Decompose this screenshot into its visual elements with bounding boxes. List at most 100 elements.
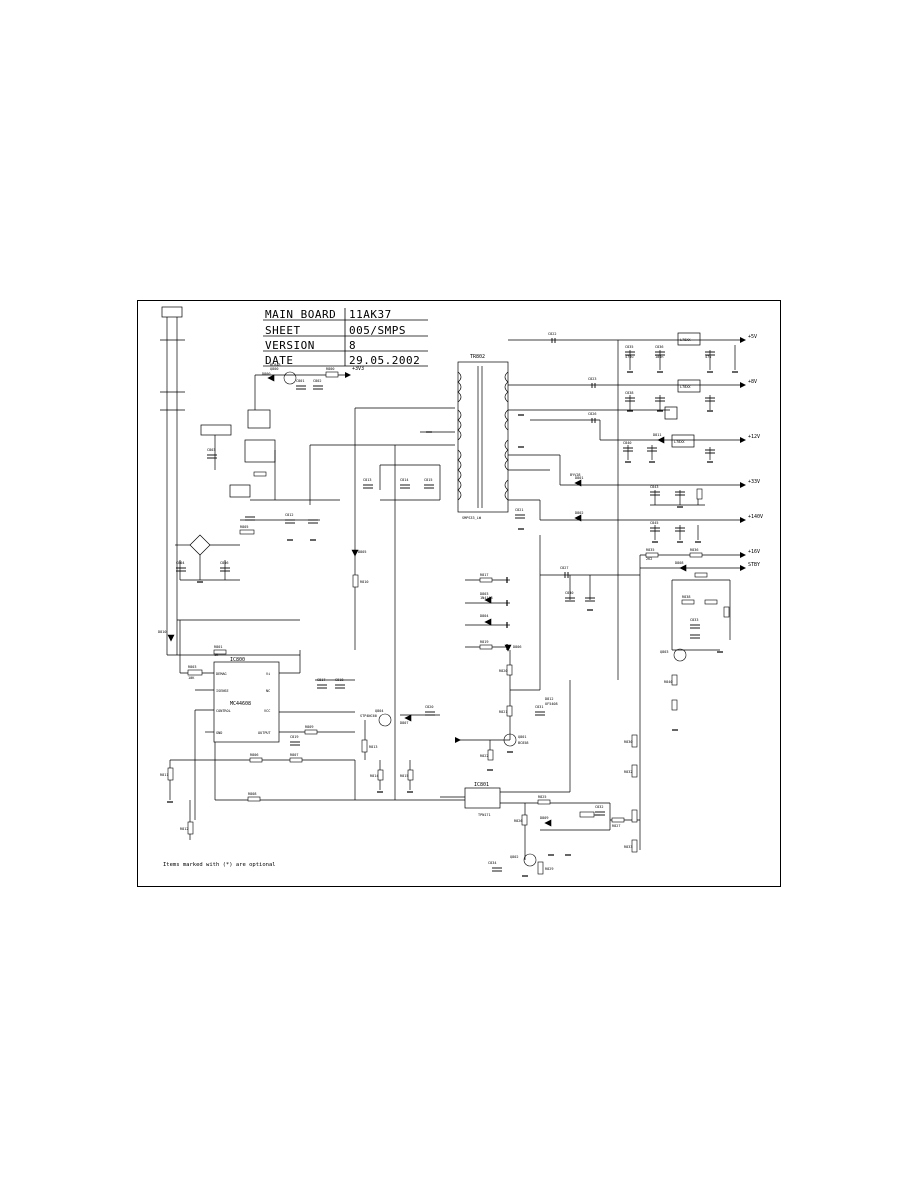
transistor-label: Q800 — [270, 367, 278, 371]
capacitor-label: C806 — [220, 561, 228, 565]
ic800-pin-label: Vi — [266, 672, 270, 676]
capacitor-label: C818 — [335, 678, 343, 682]
rail-label: +33V — [748, 479, 760, 485]
capacitor-label: C820 — [425, 705, 433, 709]
ic800-pin-label: ISENSE — [216, 689, 229, 693]
optocoupler-label: IC801 — [474, 782, 489, 788]
resistor-label: R830 — [624, 740, 632, 744]
resistor-label: R836 — [690, 548, 698, 552]
diode-label: D811 — [653, 433, 661, 437]
capacitor-label: C801 — [296, 379, 304, 383]
capacitor-label: C838 — [625, 391, 633, 395]
diode-label: D804 — [480, 614, 488, 618]
resistor-label: R838 — [682, 595, 690, 599]
resistor-label: R835 — [646, 548, 654, 552]
rail-label: +12V — [748, 434, 760, 440]
ground-symbol-icon — [167, 371, 738, 877]
resistor-label: R810 — [360, 580, 368, 584]
transistor-label: Q803 — [660, 650, 668, 654]
part-value: 100n — [655, 355, 663, 359]
capacitor-label: C813 — [363, 478, 371, 482]
transistors — [283, 371, 687, 867]
resistor-label: R805 — [240, 525, 248, 529]
resistor-label: R821 — [499, 710, 507, 714]
resistor-label: R812 — [180, 827, 188, 831]
diode-label: D800 — [262, 372, 270, 376]
diode-label: D802 — [575, 511, 583, 515]
resistor-label: R817 — [480, 573, 488, 577]
transformer-part: SMPS33_LW — [462, 516, 482, 520]
title-block-text: MAIN BOARD 11AK37 SHEET 005/SMPS VERSION… — [265, 308, 420, 367]
capacitor-label: C821 — [515, 508, 523, 512]
rail-label: +3V3 — [352, 366, 364, 372]
title-label-main-board: MAIN BOARD — [265, 308, 336, 321]
capacitor-label: C833 — [690, 618, 698, 622]
diode-label: D809 — [540, 816, 548, 820]
optocoupler-part: TPN171 — [478, 813, 491, 817]
title-value-sheet: 005/SMPS — [349, 324, 406, 337]
part-value: 10K — [188, 676, 195, 680]
rail-label: STBY — [748, 562, 760, 568]
capacitor-label: C819 — [290, 735, 298, 739]
ic800-pin-label: OUTPUT — [258, 731, 272, 735]
ic800-pin-label: VCC — [264, 709, 270, 713]
diode-label: D806 — [513, 645, 521, 649]
resistor-label: R826 — [514, 819, 522, 823]
resistor-label: R819 — [480, 640, 488, 644]
diode-label: D810 — [158, 630, 166, 634]
part-value: 47u — [705, 355, 711, 359]
net-arrow-icon — [345, 337, 746, 743]
resistor-label: R813 — [369, 745, 377, 749]
capacitor-label: C802 — [313, 379, 321, 383]
diode-label: D808 — [675, 561, 683, 565]
resistor-label: R822 — [480, 754, 488, 758]
capacitor-label: C817 — [317, 678, 325, 682]
capacitor-label: C814 — [400, 478, 408, 482]
regulator-label: L78XX — [680, 385, 691, 389]
capacitor-label: C835 — [625, 345, 633, 349]
ic800-pin-label: GND — [216, 731, 222, 735]
capacitor-label: C823 — [588, 377, 596, 381]
ic800-body — [213, 661, 280, 743]
part-value: 1N4148 — [480, 596, 493, 600]
rail-label: +140V — [748, 514, 763, 520]
capacitor-label: C843 — [650, 485, 658, 489]
resistor-label: R829 — [545, 867, 553, 871]
resistor-label: R806 — [250, 753, 258, 757]
capacitor-label: C840 — [623, 441, 631, 445]
diode-label: D801 — [575, 476, 583, 480]
capacitor-label: C822 — [548, 332, 556, 336]
part-value: 470u — [625, 355, 633, 359]
ic800-pin-label: CONTROL — [216, 709, 231, 713]
ic800-part: MC44608 — [230, 701, 251, 707]
diode-label: D805 — [358, 550, 366, 554]
rail-label: +8V — [748, 379, 757, 385]
capacitor-label: C831 — [535, 705, 543, 709]
resistor-label: R815 — [400, 774, 408, 778]
part-value: BC848 — [270, 363, 281, 367]
capacitor-label: C832 — [595, 805, 603, 809]
capacitor-label: C827 — [560, 566, 568, 570]
resistor-label: R814 — [370, 774, 378, 778]
diode-label: D807 — [400, 721, 408, 725]
capacitor-label: C836 — [655, 345, 663, 349]
diode-label: D812 — [545, 697, 553, 701]
title-value-model: 11AK37 — [349, 308, 392, 321]
capacitor-label: C826 — [588, 412, 596, 416]
ic801-body — [464, 787, 501, 809]
capacitor-label: C804 — [176, 561, 184, 565]
title-label-version: VERSION — [265, 339, 315, 352]
optional-parts-note: Items marked with (*) are optional — [163, 862, 276, 868]
resistor-label: R809 — [305, 725, 313, 729]
resistor-label: R800 — [326, 367, 334, 371]
ic800-pin-label: DEMAG — [216, 672, 227, 676]
rail-label: +5V — [748, 334, 757, 340]
resistor-label: R807 — [290, 753, 298, 757]
part-value: BYV28 — [570, 473, 581, 477]
resistor-label: R801 — [214, 645, 222, 649]
wiring — [160, 306, 740, 860]
resistor-label: R803 — [188, 665, 196, 669]
diode-label: D803 — [480, 592, 488, 596]
sheet-border — [137, 300, 781, 887]
resistor-label: R833 — [624, 845, 632, 849]
